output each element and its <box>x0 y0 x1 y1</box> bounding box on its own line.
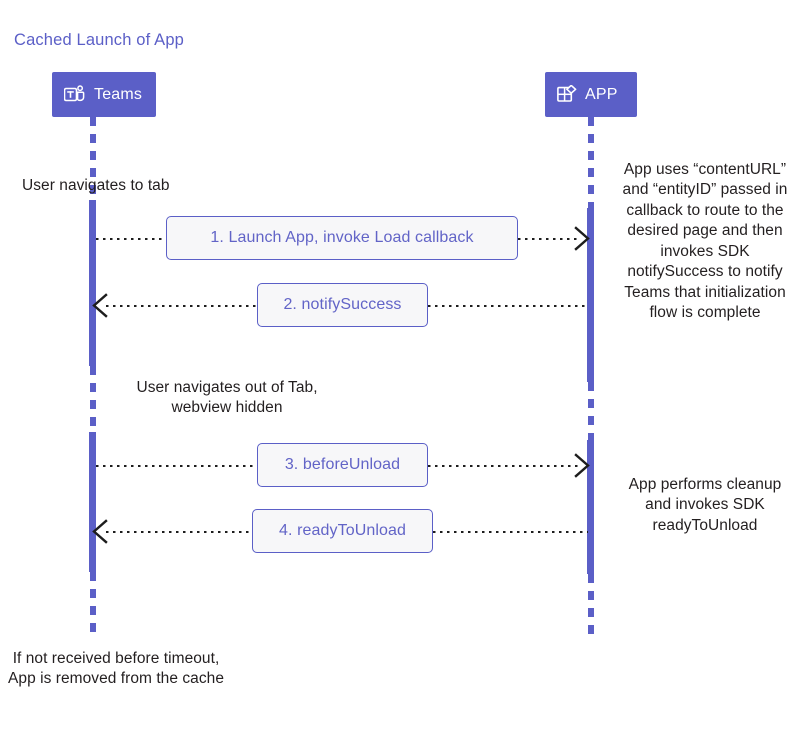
teams-lifeline-dashed-top <box>90 117 96 200</box>
message-4-line-left <box>106 531 252 533</box>
participant-app-label: APP <box>585 85 618 103</box>
note-user-navigates-out-line1: User navigates out of Tab, <box>136 379 318 396</box>
message-1-label: 1. Launch App, invoke Load callback <box>210 229 474 246</box>
message-3-label: 3. beforeUnload <box>284 456 401 473</box>
message-3-line-left <box>96 465 258 467</box>
app-lifeline-dashed-middle <box>588 382 594 440</box>
message-4-line-right <box>433 531 588 533</box>
teams-lifeline-dashed-bottom <box>90 572 96 640</box>
message-2-label: 2. notifySuccess <box>283 296 402 313</box>
message-4-arrowhead-left <box>92 519 108 544</box>
message-2-line-left <box>106 305 258 307</box>
message-1-line-left <box>96 238 168 240</box>
app-lifeline-dashed-bottom <box>588 574 594 640</box>
note-user-navigates-to-tab: User navigates to tab <box>22 177 170 194</box>
microsoft-teams-icon <box>64 85 85 104</box>
message-1-line-right <box>518 238 580 240</box>
message-2-arrowhead-left <box>92 293 108 318</box>
app-activation-bar-1 <box>587 208 594 382</box>
teams-activation-bar-1 <box>89 200 96 366</box>
app-grid-icon <box>557 85 577 104</box>
message-2-line-right <box>428 305 588 307</box>
note-app-route: App uses “contentURL” and “entityID” pas… <box>622 161 788 322</box>
note-user-navigates-out-line2: webview hidden <box>171 399 283 416</box>
app-lifeline-dashed-top <box>588 117 594 208</box>
participant-teams-label: Teams <box>94 85 143 103</box>
message-4-label: 4. readyToUnload <box>278 522 406 539</box>
message-3-box[interactable]: 3. beforeUnload <box>257 443 428 487</box>
app-activation-bar-2 <box>587 440 594 574</box>
message-3-line-right <box>428 465 580 467</box>
message-3-arrowhead-right <box>574 453 590 478</box>
note-app-cleanup: App performs cleanup and invokes SDK rea… <box>628 476 782 534</box>
message-4-box[interactable]: 4. readyToUnload <box>252 509 433 553</box>
message-1-box[interactable]: 1. Launch App, invoke Load callback <box>166 216 518 260</box>
teams-activation-bar-2 <box>89 432 96 572</box>
teams-lifeline-dashed-middle <box>90 366 96 432</box>
message-1-arrowhead-right <box>574 226 590 251</box>
page-title: Cached Launch of App <box>14 31 184 49</box>
participant-app[interactable]: APP <box>545 72 637 117</box>
note-timeout: If not received before timeout, App is r… <box>8 650 224 688</box>
participant-teams[interactable]: Teams <box>52 72 156 117</box>
message-2-box[interactable]: 2. notifySuccess <box>257 283 428 327</box>
